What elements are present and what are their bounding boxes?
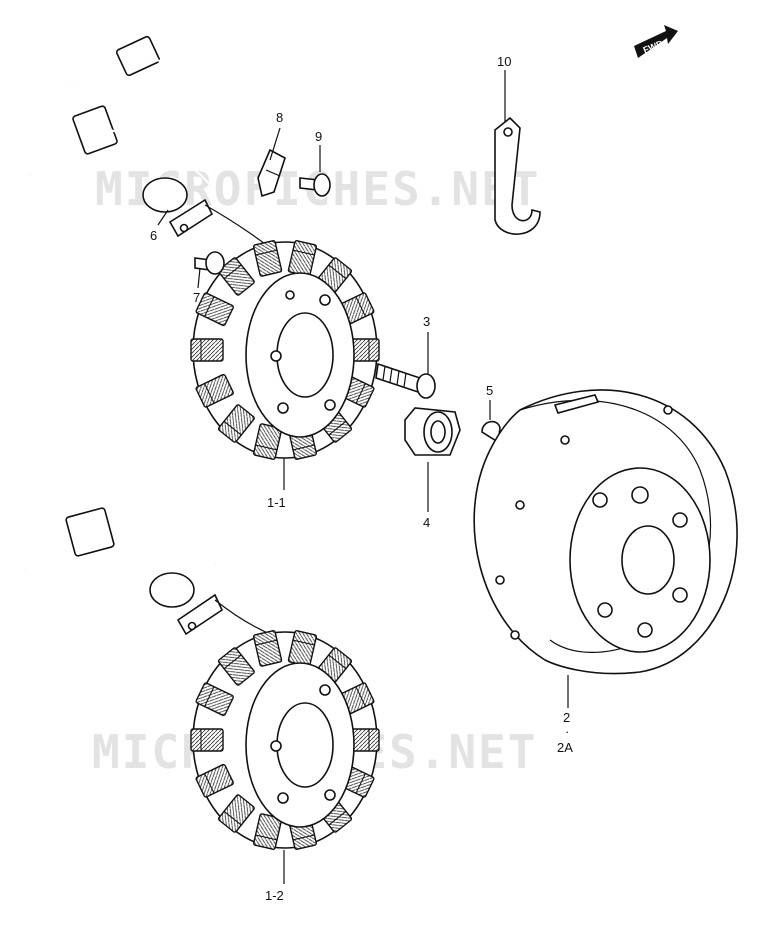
label-2A: 2A bbox=[557, 740, 573, 755]
screw-part-9 bbox=[299, 173, 331, 197]
label-1-1: 1-1 bbox=[267, 495, 286, 510]
label-6: 6 bbox=[150, 228, 157, 243]
label-8: 8 bbox=[276, 110, 283, 125]
label-5: 5 bbox=[486, 383, 493, 398]
key-part bbox=[481, 420, 501, 444]
stator-coil bbox=[190, 728, 224, 752]
fwd-badge-text: FWD bbox=[642, 38, 665, 55]
label-4: 4 bbox=[423, 515, 430, 530]
bolt-part bbox=[375, 362, 436, 399]
stator-coil bbox=[190, 338, 224, 362]
label-3: 3 bbox=[423, 314, 430, 329]
label-9: 9 bbox=[315, 129, 322, 144]
bracket-part bbox=[494, 116, 541, 235]
label-2-dot: · bbox=[565, 724, 569, 739]
stator-lower bbox=[24, 507, 380, 851]
screw-part-7 bbox=[194, 251, 225, 275]
fwd-arrow-icon: FWD bbox=[634, 25, 678, 58]
label-7: 7 bbox=[193, 290, 200, 305]
label-2: 2 bbox=[563, 710, 570, 725]
nut-part bbox=[404, 407, 461, 456]
stator-upper bbox=[29, 35, 380, 461]
leader-lines bbox=[157, 70, 569, 884]
rotor-flywheel bbox=[473, 389, 738, 675]
label-10: 10 bbox=[497, 54, 511, 69]
label-1-2: 1-2 bbox=[265, 888, 284, 903]
clamp-part bbox=[257, 148, 286, 198]
